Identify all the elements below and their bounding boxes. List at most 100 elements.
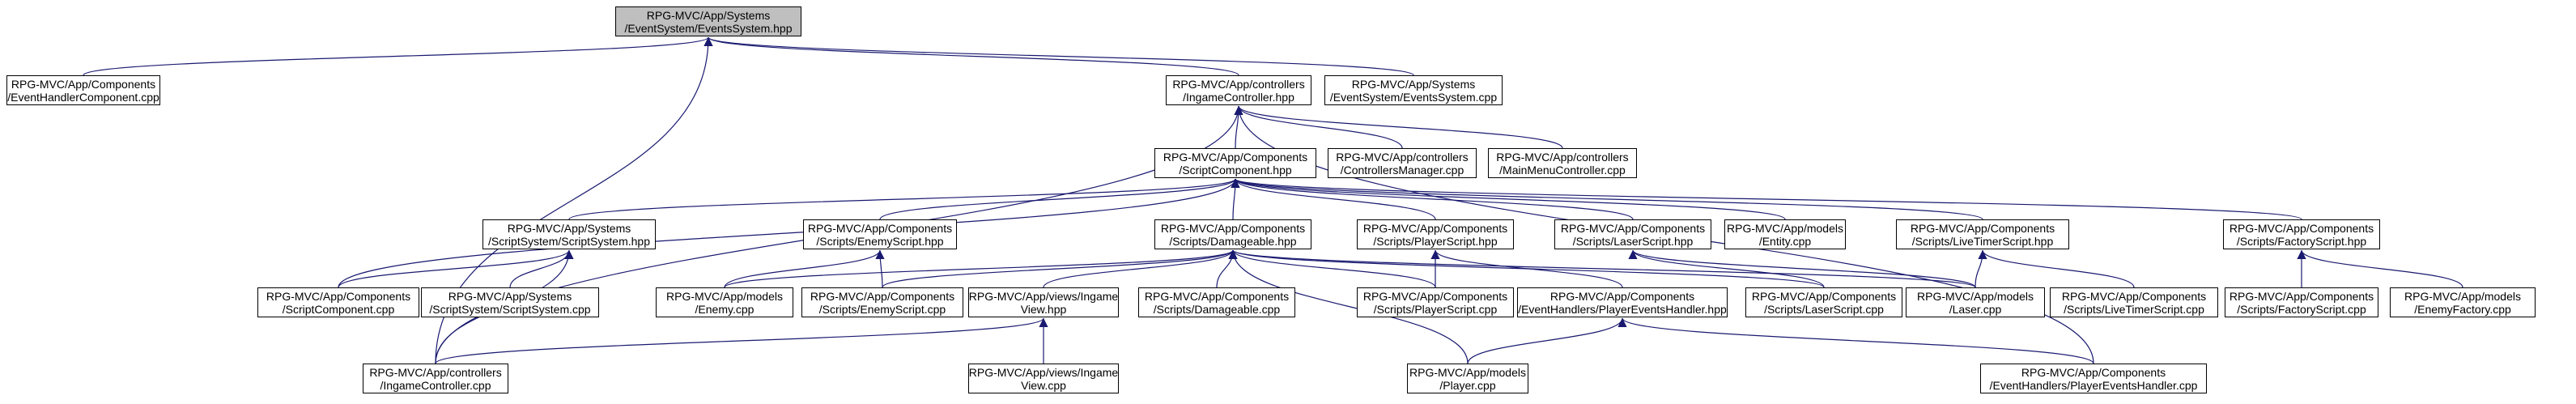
edge-enemy-factory-cpp-to-factory-script-hpp [2297,249,2463,288]
node-line1: RPG-MVC/App/Components [1144,289,1290,303]
node-player-events-handler-cpp[interactable]: RPG-MVC/App/Components /EventHandlers/Pl… [1980,364,2207,393]
node-player-script-hpp[interactable]: RPG-MVC/App/Components /Scripts/PlayerSc… [1357,219,1514,249]
node-line2: /ScriptSystem/ScriptSystem.cpp [429,302,591,316]
node-line2: /EventSystem/EventsSystem.cpp [1329,90,1498,104]
node-enemy-cpp[interactable]: RPG-MVC/App/models /Enemy.cpp [656,287,793,317]
node-line2: /Scripts/LaserScript.hpp [1572,234,1694,248]
node-main-menu-controller-cpp[interactable]: RPG-MVC/App/controllers /MainMenuControl… [1488,148,1637,178]
node-script-component-hpp[interactable]: RPG-MVC/App/Components /ScriptComponent.… [1154,148,1316,178]
node-line1: RPG-MVC/App/views/Ingame [968,289,1119,303]
edge-damageable-hpp-to-script-component-hpp [1231,178,1240,220]
node-laser-script-cpp[interactable]: RPG-MVC/App/Components /Scripts/LaserScr… [1745,287,1902,317]
edge-laser-cpp-to-laser-script-hpp [1628,249,1976,288]
node-line1: RPG-MVC/App/Components [2229,221,2374,235]
edge-script-component-cpp-to-script-component-hpp [338,178,1240,288]
node-ingame-controller-cpp[interactable]: RPG-MVC/App/controllers /IngameControlle… [363,364,508,393]
node-line2: /Scripts/LiveTimerScript.hpp [1911,234,2054,248]
node-line1: RPG-MVC/App/controllers [369,365,502,379]
node-enemy-script-hpp[interactable]: RPG-MVC/App/Components /Scripts/EnemyScr… [803,219,957,249]
node-line1: RPG-MVC/App/Systems [448,289,572,303]
edge-enemy-script-hpp-to-script-component-hpp [879,178,1240,220]
edge-enemy-cpp-to-damageable-hpp [724,249,1238,288]
edge-script-component-cpp-to-script-system-hpp [338,249,574,288]
node-player-script-cpp[interactable]: RPG-MVC/App/Components /Scripts/PlayerSc… [1357,287,1514,317]
node-enemy-factory-cpp[interactable]: RPG-MVC/App/models /EnemyFactory.cpp [2390,287,2536,317]
node-factory-script-hpp[interactable]: RPG-MVC/App/Components /Scripts/FactoryS… [2223,219,2380,249]
node-damageable-cpp[interactable]: RPG-MVC/App/Components /Scripts/Damageab… [1138,287,1295,317]
node-live-timer-script-cpp[interactable]: RPG-MVC/App/Components /Scripts/LiveTime… [2050,287,2218,317]
node-line2: /Scripts/PlayerScript.hpp [1373,234,1498,248]
node-player-cpp[interactable]: RPG-MVC/App/models /Player.cpp [1407,364,1528,393]
node-ingame-view-cpp[interactable]: RPG-MVC/App/views/Ingame View.cpp [968,364,1119,393]
node-script-system-cpp[interactable]: RPG-MVC/App/Systems /ScriptSystem/Script… [421,287,599,317]
node-line1: RPG-MVC/App/Systems [646,8,771,22]
edge-script-system-hpp-to-script-component-hpp [568,178,1240,220]
node-line2: /Scripts/EnemyScript.cpp [818,302,946,316]
edge-player-script-cpp-to-damageable-hpp [1228,249,1436,288]
node-line1: RPG-MVC/App/controllers [1336,150,1469,164]
node-line2: /EnemyFactory.cpp [2414,302,2511,316]
node-line2: /Scripts/EnemyScript.hpp [816,234,944,248]
node-ingame-controller-hpp[interactable]: RPG-MVC/App/controllers /IngameControlle… [1166,75,1311,105]
node-line1: RPG-MVC/App/Components [810,289,955,303]
node-line1: RPG-MVC/App/models [666,289,783,303]
node-line2: /Scripts/PlayerScript.cpp [1373,302,1498,316]
node-line2: /Enemy.cpp [695,302,755,316]
edge-ingame-controller-hpp-to-events-system-hpp [704,36,1239,76]
node-player-events-handler-hpp[interactable]: RPG-MVC/App/Components /EventHandlers/Pl… [1517,287,1728,317]
edge-laser-cpp-to-damageable-hpp [1228,249,1976,288]
node-event-handler-component-cpp[interactable]: RPG-MVC/App/Components /EventHandlerComp… [6,75,160,105]
node-laser-script-hpp[interactable]: RPG-MVC/App/Components /Scripts/LaserScr… [1554,219,1711,249]
node-line1: RPG-MVC/App/Components [1163,150,1308,164]
node-line1: RPG-MVC/App/models [1727,221,1843,235]
node-ingame-view-hpp[interactable]: RPG-MVC/App/views/Ingame View.hpp [968,287,1119,317]
edge-main-menu-controller-cpp-to-ingame-controller-hpp [1234,105,1563,149]
node-line1: RPG-MVC/App/Components [1910,221,2055,235]
node-line1: RPG-MVC/App/controllers [1172,77,1305,91]
node-line1: RPG-MVC/App/Components [266,289,411,303]
node-script-system-hpp[interactable]: RPG-MVC/App/Systems /ScriptSystem/Script… [482,219,656,249]
edge-entity-cpp-to-script-component-hpp [1231,178,1786,220]
edge-events-system-cpp-to-events-system-hpp [704,36,1414,76]
node-laser-cpp[interactable]: RPG-MVC/App/models /Laser.cpp [1906,287,2045,317]
node-script-component-cpp[interactable]: RPG-MVC/App/Components /ScriptComponent.… [257,287,419,317]
node-events-system-cpp[interactable]: RPG-MVC/App/Systems /EventSystem/EventsS… [1324,75,1503,105]
node-line2: /EventHandlerComponent.cpp [7,90,159,104]
node-factory-script-cpp[interactable]: RPG-MVC/App/Components /Scripts/FactoryS… [2225,287,2378,317]
node-line2: View.hpp [1020,302,1067,316]
node-line1: RPG-MVC/App/views/Ingame [968,365,1119,379]
edge-enemy-script-cpp-to-damageable-hpp [882,249,1238,288]
node-line2: View.cpp [1021,378,1066,392]
edge-controllers-manager-cpp-to-ingame-controller-hpp [1234,105,1403,149]
node-line2: /Player.cpp [1439,378,1496,392]
edge-player-script-hpp-to-script-component-hpp [1231,178,1436,220]
node-line1: RPG-MVC/App/Components [2021,365,2166,379]
node-damageable-hpp[interactable]: RPG-MVC/App/Components /Scripts/Damageab… [1154,219,1311,249]
edge-player-events-handler-hpp-to-player-script-hpp [1430,249,1623,288]
node-line1: RPG-MVC/App/Systems [1351,77,1476,91]
edge-live-timer-script-cpp-to-live-timer-script-hpp [1978,249,2135,288]
node-line2: /ControllersManager.cpp [1340,163,1464,176]
node-line2: /Scripts/LiveTimerScript.cpp [2064,302,2204,316]
node-entity-cpp[interactable]: RPG-MVC/App/models /Entity.cpp [1724,219,1846,249]
node-line1: RPG-MVC/App/models [1409,365,1526,379]
node-line1: RPG-MVC/App/Components [807,221,953,235]
node-line1: RPG-MVC/App/Components [2061,289,2207,303]
node-line1: RPG-MVC/App/controllers [1496,150,1629,164]
node-line1: RPG-MVC/App/models [1917,289,2034,303]
node-line2: /Scripts/LaserScript.cpp [1764,302,1884,316]
node-line2: /Scripts/FactoryScript.cpp [2237,302,2366,316]
node-enemy-script-cpp[interactable]: RPG-MVC/App/Components /Scripts/EnemyScr… [801,287,963,317]
node-line1: RPG-MVC/App/Components [11,77,156,91]
node-line2: /IngameController.hpp [1183,90,1294,104]
edge-laser-script-cpp-to-laser-script-hpp [1628,249,1825,288]
node-line1: RPG-MVC/App/Components [1751,289,1897,303]
node-line2: /ScriptComponent.hpp [1179,163,1292,176]
node-live-timer-script-hpp[interactable]: RPG-MVC/App/Components /Scripts/LiveTime… [1896,219,2069,249]
edge-player-events-handler-cpp-to-player-events-handler-hpp [1617,317,2094,364]
node-controllers-manager-cpp[interactable]: RPG-MVC/App/controllers /ControllersMana… [1328,148,1477,178]
node-line1: RPG-MVC/App/Components [1560,221,1706,235]
node-line2: /MainMenuController.cpp [1499,163,1626,176]
